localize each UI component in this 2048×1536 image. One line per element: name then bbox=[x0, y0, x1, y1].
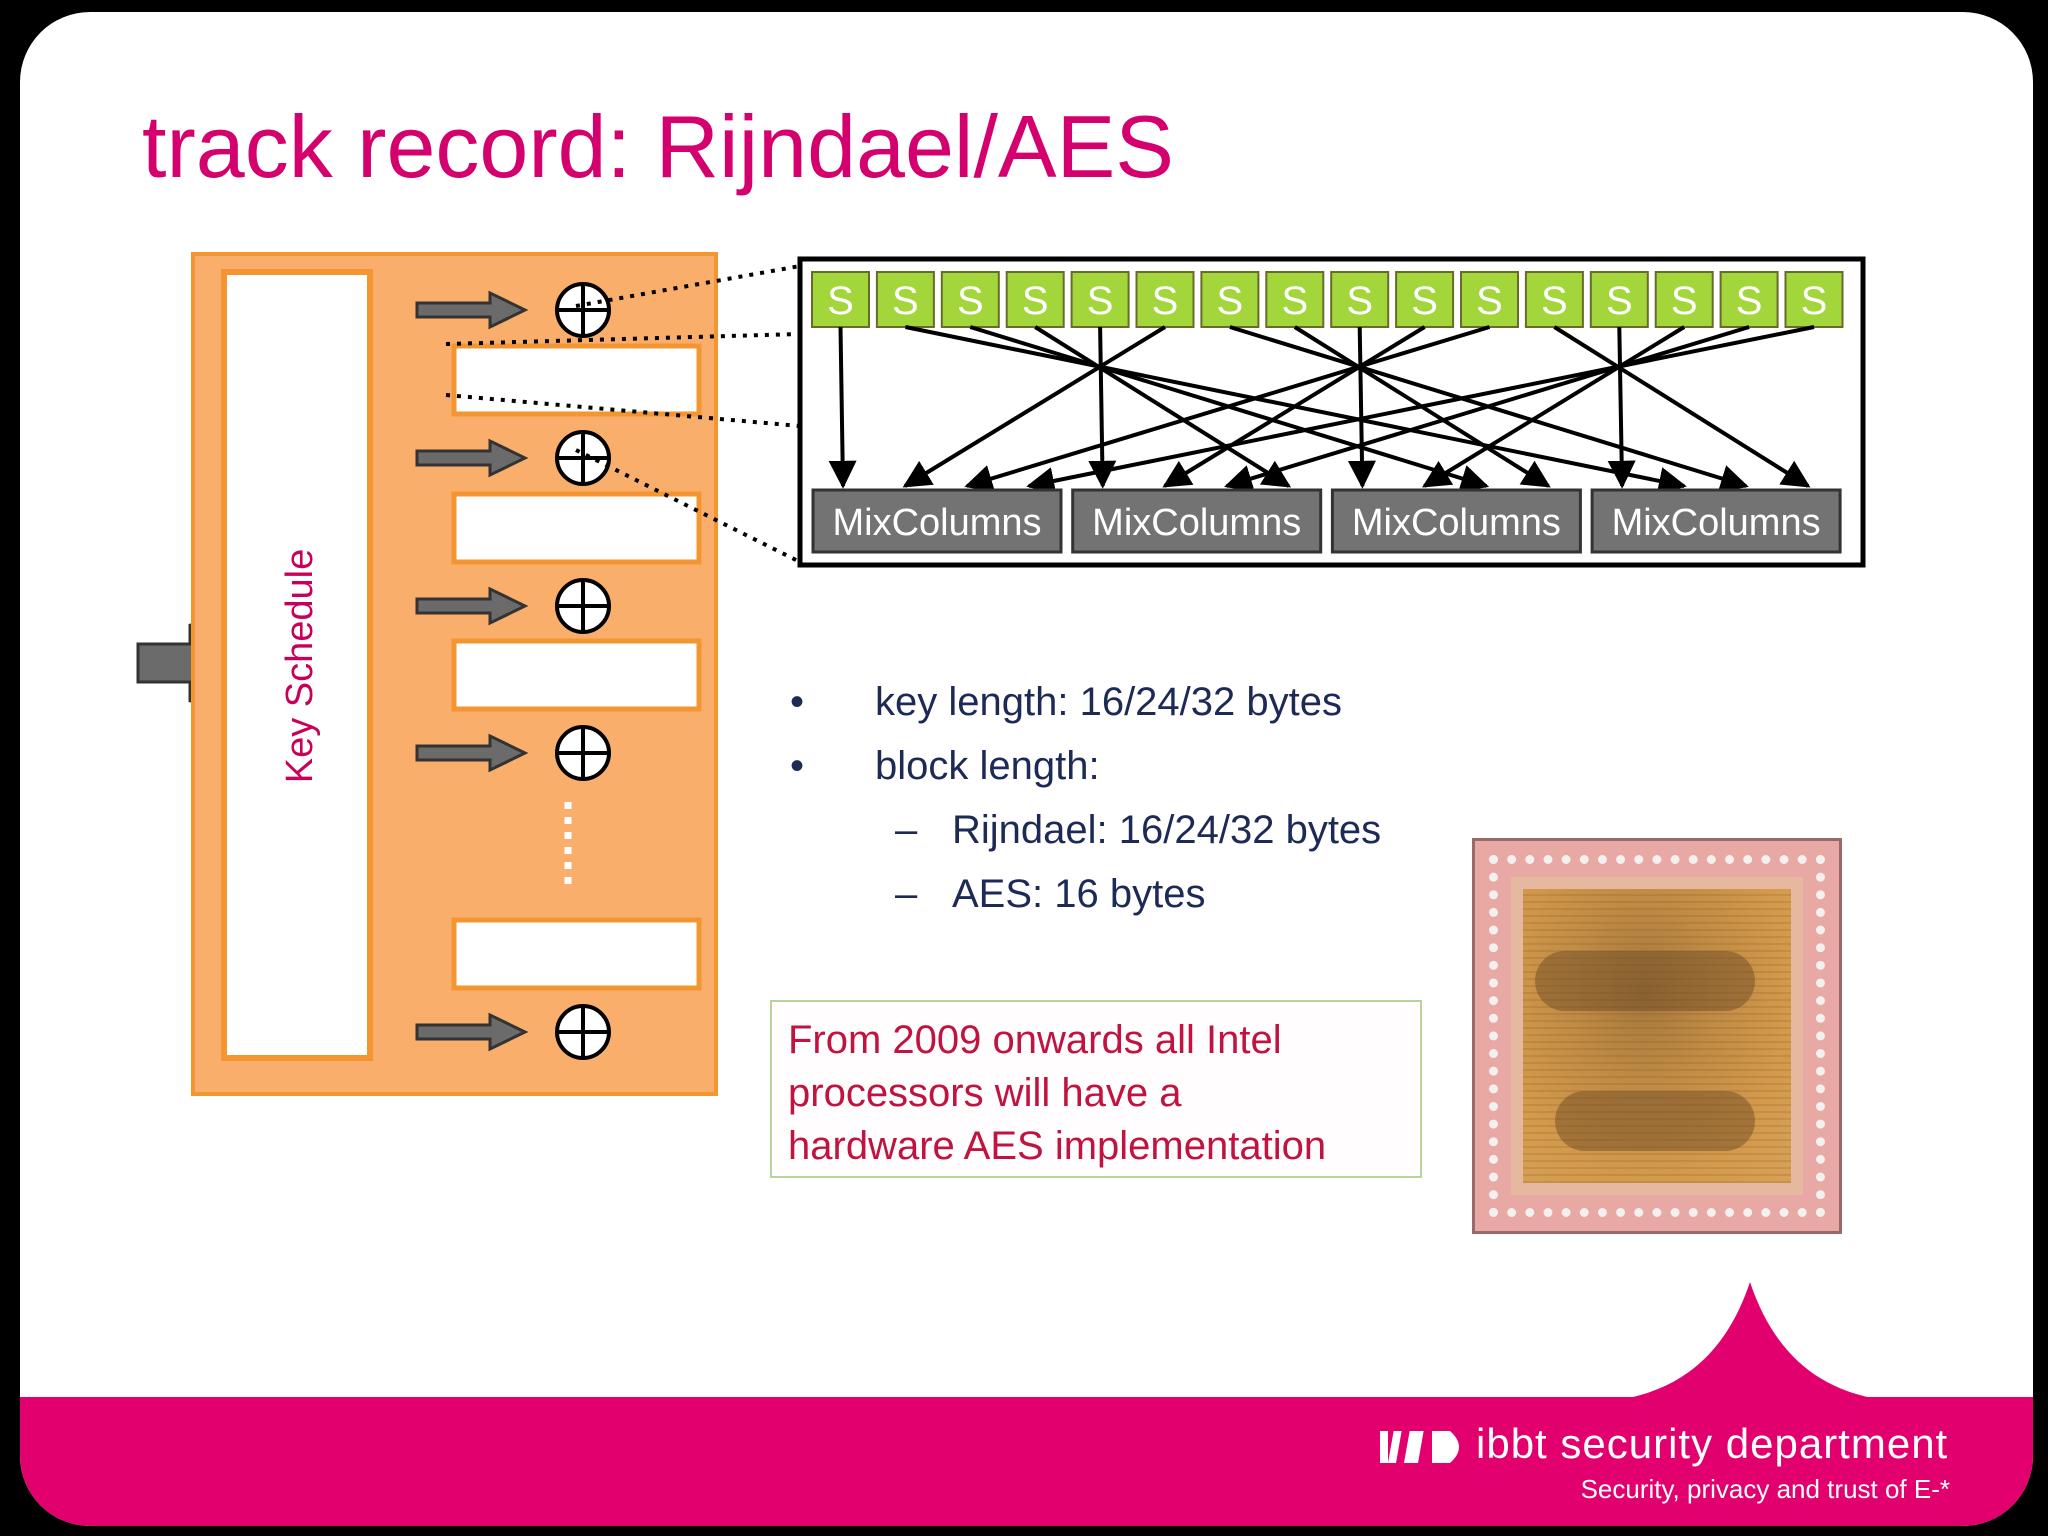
round-box bbox=[451, 917, 702, 991]
brand-text: ibbt security department bbox=[1476, 1420, 1949, 1467]
mixcolumns-block bbox=[811, 488, 1063, 554]
xor-icon bbox=[555, 725, 611, 781]
bullet-text: AES: 16 bytes bbox=[952, 872, 1206, 916]
round-key-arrow bbox=[415, 438, 529, 478]
shiftrows-wire bbox=[1088, 326, 1117, 489]
round-key-arrow bbox=[415, 733, 529, 773]
sbox-label: S bbox=[1281, 279, 1308, 323]
sbox-label: S bbox=[1541, 279, 1568, 323]
callout-line: processors will have a bbox=[788, 1071, 1182, 1115]
bullet-mark: – bbox=[895, 872, 918, 916]
key-schedule-box bbox=[221, 269, 373, 1061]
shiftrows-wire bbox=[902, 325, 1167, 488]
sbox bbox=[1524, 271, 1584, 328]
aes-chip-die-photo bbox=[1472, 838, 1842, 1234]
sbox bbox=[1070, 271, 1130, 328]
sbox bbox=[940, 271, 1000, 328]
xor-icon bbox=[555, 430, 611, 486]
bullet-mark: – bbox=[895, 808, 918, 852]
bullet-mark: • bbox=[790, 744, 805, 788]
sbox bbox=[1200, 271, 1260, 328]
mixcolumns-label: MixColumns bbox=[832, 502, 1041, 544]
zoom-lines bbox=[445, 264, 801, 564]
sbox bbox=[811, 271, 870, 328]
shiftrows-wire bbox=[1034, 325, 1292, 488]
brand-tagline: Security, privacy and trust of E-* bbox=[1580, 1474, 1950, 1504]
sbox-label: S bbox=[1801, 279, 1828, 323]
shiftrows-wire bbox=[1347, 326, 1376, 489]
sbox-label: S bbox=[1087, 279, 1114, 323]
round-box bbox=[451, 638, 702, 712]
shiftrows-wire bbox=[1422, 325, 1686, 488]
bullet-text: block length: bbox=[875, 744, 1100, 788]
bullet-text: key length: 16/24/32 bytes bbox=[875, 680, 1342, 724]
sbox-label: S bbox=[1736, 279, 1763, 323]
round-box bbox=[451, 343, 702, 417]
mixcolumns-block bbox=[1590, 488, 1842, 554]
footer-swoosh bbox=[1600, 1282, 1900, 1402]
bullet-text: Rijndael: 16/24/32 bytes bbox=[952, 808, 1382, 852]
sbox bbox=[1265, 271, 1325, 328]
shiftrows-wire bbox=[1162, 325, 1426, 488]
shiftrows-wire bbox=[1224, 325, 1750, 493]
brand-name: ibbt security department bbox=[1380, 1420, 1948, 1468]
slide-title: track record: Rijndael/AES bbox=[142, 97, 1174, 196]
shiftrows-wire bbox=[964, 325, 1491, 493]
sbox-label: S bbox=[892, 279, 919, 323]
xor-icon bbox=[555, 1004, 611, 1060]
sbox-label: S bbox=[1346, 279, 1373, 323]
callout-line: hardware AES implementation bbox=[788, 1124, 1327, 1168]
bullet-mark: • bbox=[790, 680, 805, 724]
sbox-label: S bbox=[1217, 279, 1244, 323]
sbox-label: S bbox=[1022, 279, 1049, 323]
sbox bbox=[1719, 271, 1779, 328]
mixcolumns-label: MixColumns bbox=[1352, 502, 1561, 544]
round-key-arrow bbox=[415, 290, 529, 330]
sbox-label: S bbox=[827, 279, 854, 323]
sbox-label: S bbox=[957, 279, 984, 323]
slide: track record: Rijndael/AES Key Schedule bbox=[20, 12, 2033, 1526]
mixcolumns-block bbox=[1330, 488, 1582, 554]
sbox-label: S bbox=[1606, 279, 1633, 323]
footer-bar bbox=[20, 1397, 2033, 1526]
sbox-label: S bbox=[1671, 279, 1698, 323]
intel-callout: From 2009 onwards all Intel processors w… bbox=[770, 1000, 1422, 1178]
sbox-label: S bbox=[1152, 279, 1179, 323]
mixcolumns-label: MixColumns bbox=[1612, 502, 1821, 544]
callout-line: From 2009 onwards all Intel bbox=[788, 1018, 1282, 1062]
ibbt-logo-icon bbox=[1380, 1430, 1459, 1463]
key-schedule-label: Key Schedule bbox=[279, 549, 321, 784]
xor-icon bbox=[555, 282, 611, 338]
shiftrows-wire bbox=[1553, 325, 1811, 488]
round-key-arrow bbox=[415, 586, 529, 626]
sbox bbox=[1135, 271, 1195, 328]
shiftrows-wire bbox=[1026, 325, 1815, 495]
mixcolumns-block bbox=[1071, 488, 1323, 554]
round-key-arrow bbox=[415, 1012, 529, 1052]
sbox-label: S bbox=[1476, 279, 1503, 323]
sbox-label: S bbox=[1411, 279, 1438, 323]
round-box bbox=[451, 491, 702, 565]
shiftrows-wire bbox=[1607, 326, 1636, 489]
sbox bbox=[875, 271, 935, 328]
shiftrows-wire bbox=[828, 326, 857, 489]
sbox bbox=[1005, 271, 1065, 328]
xor-icon bbox=[555, 578, 611, 634]
mixcolumns-label: MixColumns bbox=[1092, 502, 1301, 544]
